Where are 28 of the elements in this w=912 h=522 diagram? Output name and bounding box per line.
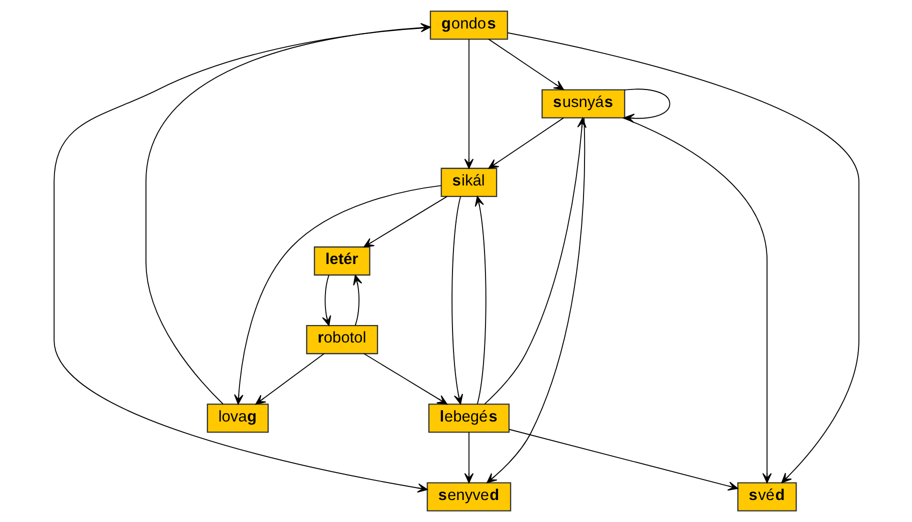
arrow (234, 185, 442, 405)
arrow (464, 38, 474, 169)
node-box: svéd (736, 482, 796, 512)
arrow (352, 274, 362, 326)
arrow (363, 196, 448, 248)
arrow (464, 432, 474, 484)
node-box: sikál (440, 168, 497, 197)
node-box: lebegés (428, 404, 510, 433)
node-box: lovag (206, 404, 268, 433)
arrow (474, 196, 486, 404)
arrow (506, 32, 859, 484)
arrow (144, 23, 430, 404)
arrow (622, 117, 772, 484)
node-box: robotol (306, 325, 378, 354)
arrow (488, 38, 564, 90)
node-box: gondos (429, 10, 508, 40)
arrow (53, 27, 430, 493)
node-box: susnyás (541, 89, 625, 118)
arrow (488, 117, 564, 169)
arrow (451, 196, 463, 404)
arrow (362, 353, 447, 405)
arrow (508, 428, 738, 491)
node-box: letér (313, 246, 370, 276)
arrow (254, 353, 324, 405)
arrow (486, 117, 585, 484)
arrow (322, 274, 331, 326)
arrow (624, 88, 670, 123)
node-box: senyved (426, 482, 511, 512)
